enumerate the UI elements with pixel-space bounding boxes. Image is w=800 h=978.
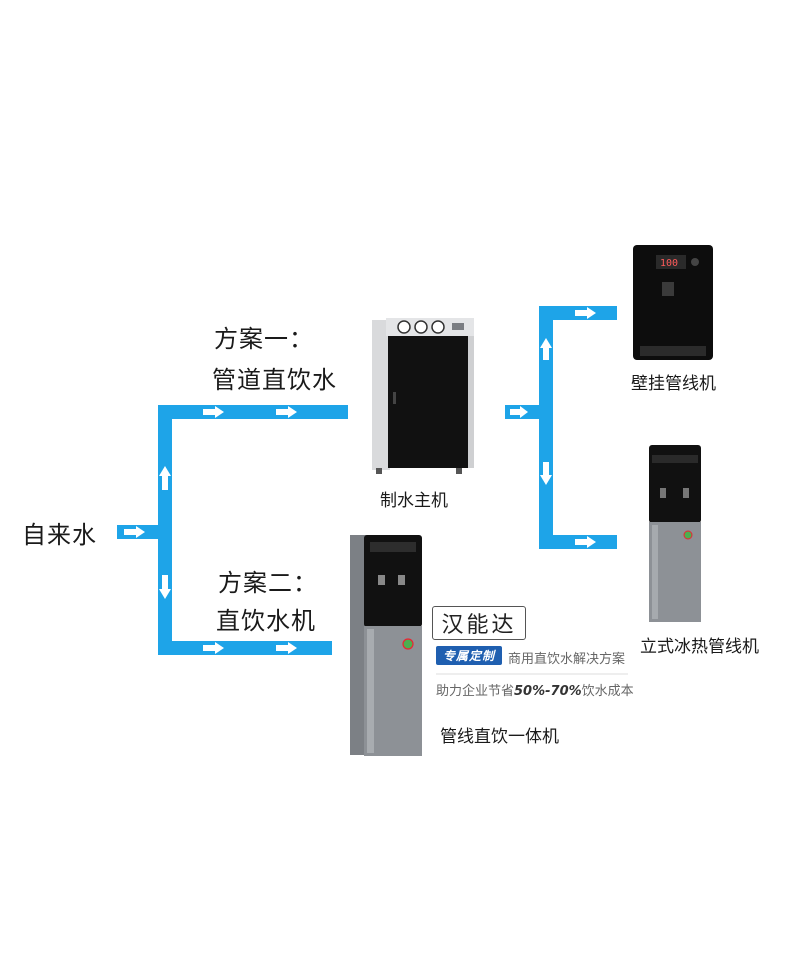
brand-savings: 助力企业节省50%-70%饮水成本 xyxy=(436,680,634,699)
arrow-right-icon xyxy=(276,406,297,418)
arrow-down-icon xyxy=(159,575,171,599)
savings-suffix: 饮水成本 xyxy=(581,684,634,699)
arrow-right-icon xyxy=(575,307,596,319)
dispenser-illustration xyxy=(350,535,422,756)
arrow-right-icon xyxy=(203,642,224,654)
pipe-to-main-unit xyxy=(158,405,348,419)
arrow-down-icon xyxy=(540,462,552,485)
plan1-title: 方案一： xyxy=(214,325,314,353)
plan2-title: 方案二： xyxy=(218,569,318,597)
arrow-right-icon xyxy=(124,526,145,538)
integrated-unit-label: 管线直饮一体机 xyxy=(440,727,559,747)
arrow-up-icon xyxy=(159,466,171,490)
source-label: 自来水 xyxy=(22,521,97,549)
standing-unit-illustration xyxy=(649,445,701,622)
plan2-name: 直饮水机 xyxy=(216,607,316,635)
pipe-right-vertical xyxy=(539,306,553,549)
pipe-left-vertical xyxy=(158,405,172,655)
flow-arrows xyxy=(124,307,596,654)
wall-unit-illustration: 100 xyxy=(633,245,713,360)
savings-prefix: 助力企业节省 xyxy=(436,684,515,699)
arrow-right-icon xyxy=(510,406,528,418)
plan1-name: 管道直饮水 xyxy=(212,366,337,394)
savings-value: 50%-70% xyxy=(514,684,582,699)
brand-badge: 专属定制 xyxy=(436,646,502,665)
arrow-right-icon xyxy=(575,536,596,548)
main-unit-illustration xyxy=(372,318,474,474)
svg-text:100: 100 xyxy=(660,258,678,269)
arrow-up-icon xyxy=(540,338,552,360)
main-unit-label: 制水主机 xyxy=(380,491,448,511)
pipe-to-dispenser xyxy=(158,641,332,655)
standing-unit-label: 立式冰热管线机 xyxy=(640,637,759,657)
wall-unit-label: 壁挂管线机 xyxy=(631,374,716,394)
arrow-right-icon xyxy=(276,642,297,654)
brand-tagline: 商用直饮水解决方案 xyxy=(508,652,626,667)
arrow-right-icon xyxy=(203,406,224,418)
brand-logo: 汉能达 xyxy=(432,606,526,640)
